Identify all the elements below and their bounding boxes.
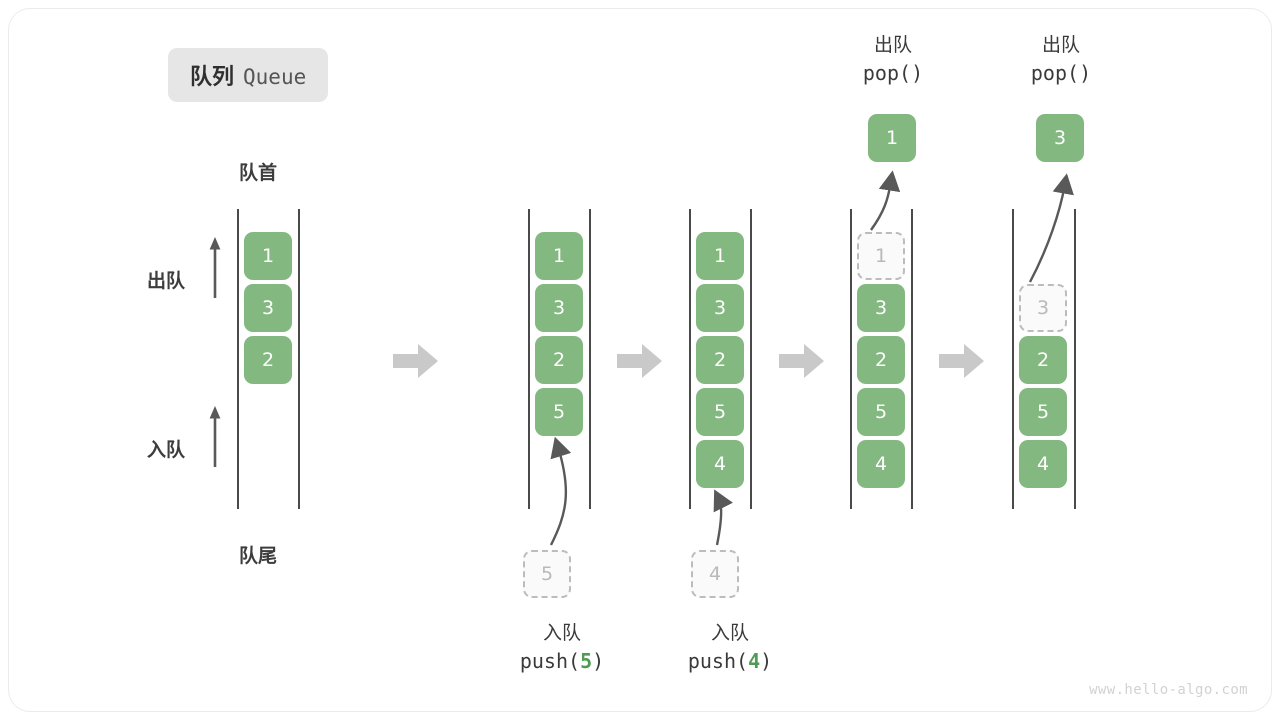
operation-label-push-5: 入队 push(5) — [447, 620, 677, 675]
ghost-cell: 4 — [691, 550, 739, 598]
rail-right-col2 — [589, 209, 591, 509]
operation-argument: 5 — [580, 648, 593, 673]
queue-cell: 2 — [857, 336, 905, 384]
ghost-cell: 5 — [523, 550, 571, 598]
queue-cell: 5 — [535, 388, 583, 436]
rail-right-col4 — [911, 209, 913, 509]
step-arrow-icon — [393, 344, 438, 378]
pop-3-motion-arrow — [1028, 173, 1074, 283]
enqueue-label: 入队 — [147, 439, 186, 461]
dequeue-label: 出队 — [147, 270, 186, 292]
queue-cell: 2 — [535, 336, 583, 384]
popped-cell: 1 — [868, 114, 916, 162]
operation-argument: 4 — [748, 648, 761, 673]
rail-left-col1 — [237, 209, 239, 509]
queue-cell: 4 — [857, 440, 905, 488]
ghost-cell: 3 — [1019, 284, 1067, 332]
operation-code: pop() — [862, 60, 924, 85]
queue-cell: 3 — [244, 284, 292, 332]
rail-left-col4 — [850, 209, 852, 509]
rail-left-col2 — [528, 209, 530, 509]
step-arrow-icon — [939, 344, 984, 378]
step-arrow-icon — [617, 344, 662, 378]
rail-right-col5 — [1074, 209, 1076, 509]
rail-right-col1 — [298, 209, 300, 509]
queue-cell: 1 — [244, 232, 292, 280]
operation-name: 出队 — [873, 34, 912, 56]
push-5-motion-arrow — [549, 436, 572, 546]
rail-right-col3 — [750, 209, 752, 509]
ghost-cell: 1 — [857, 232, 905, 280]
queue-cell: 1 — [535, 232, 583, 280]
queue-head-label: 队首 — [239, 162, 278, 184]
queue-cell: 2 — [696, 336, 744, 384]
queue-cell: 2 — [244, 336, 292, 384]
operation-code: push(4) — [687, 648, 773, 673]
pop-1-motion-arrow — [870, 170, 901, 231]
queue-cell: 4 — [696, 440, 744, 488]
push-4-motion-arrow — [713, 489, 733, 546]
diagram-title-badge: 队列 Queue — [168, 48, 329, 102]
queue-cell: 5 — [696, 388, 744, 436]
operation-label-pop-1: 出队 pop() — [778, 32, 1008, 87]
operation-name: 入队 — [542, 622, 581, 644]
operation-code: push(5) — [519, 648, 605, 673]
queue-tail-label: 队尾 — [239, 545, 278, 567]
queue-cell: 3 — [535, 284, 583, 332]
enqueue-up-arrow-icon — [209, 406, 221, 467]
popped-cell: 3 — [1036, 114, 1084, 162]
operation-name: 入队 — [710, 622, 749, 644]
rail-left-col3 — [689, 209, 691, 509]
queue-cell: 5 — [1019, 388, 1067, 436]
queue-cell: 3 — [857, 284, 905, 332]
operation-label-push-4: 入队 push(4) — [615, 620, 845, 675]
queue-cell: 5 — [857, 388, 905, 436]
operation-label-pop-3: 出队 pop() — [946, 32, 1176, 87]
queue-cell: 4 — [1019, 440, 1067, 488]
queue-cell: 1 — [696, 232, 744, 280]
title-chinese: 队列 — [190, 65, 235, 90]
queue-cell: 2 — [1019, 336, 1067, 384]
dequeue-up-arrow-icon — [209, 237, 221, 298]
rail-left-col5 — [1012, 209, 1014, 509]
queue-cell: 3 — [696, 284, 744, 332]
title-english: Queue — [243, 65, 307, 89]
operation-name: 出队 — [1041, 34, 1080, 56]
step-arrow-icon — [779, 344, 824, 378]
site-watermark: www.hello-algo.com — [1089, 682, 1248, 698]
operation-code: pop() — [1030, 60, 1092, 85]
